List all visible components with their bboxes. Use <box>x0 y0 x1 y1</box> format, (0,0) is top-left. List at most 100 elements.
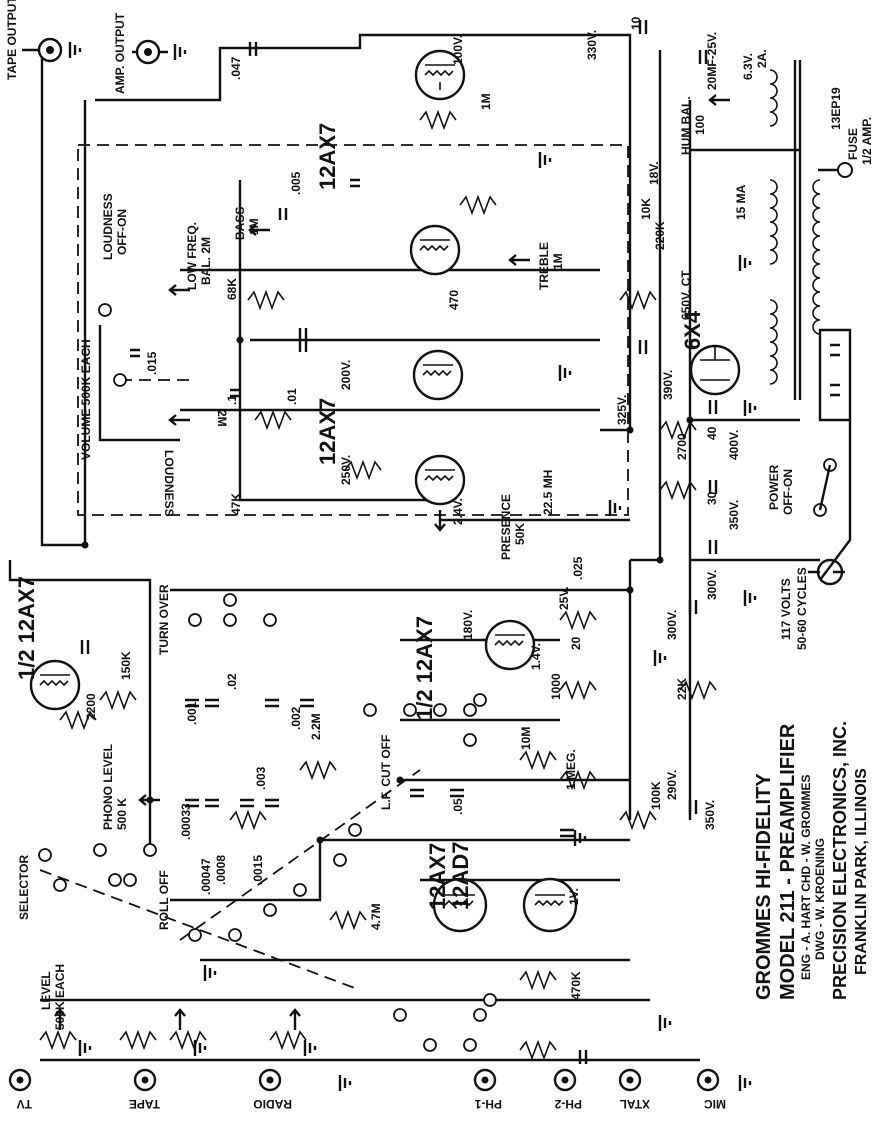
v350a-label: 350V. <box>727 500 741 530</box>
c-025-label: .025 <box>571 556 585 580</box>
c-003-label: .003 <box>254 766 268 790</box>
loudness-switch-state: OFF-ON <box>115 209 129 255</box>
ph1-jack[interactable] <box>473 1068 497 1092</box>
r-2700-label: 2700 <box>675 433 689 460</box>
phono-level-label: PHONO LEVEL <box>101 744 115 830</box>
amp-output-jack[interactable] <box>135 39 161 65</box>
r-1m-label: 1M <box>479 93 493 110</box>
roll-off-label: ROLL OFF <box>157 870 171 930</box>
bass-value: 1M <box>247 218 261 235</box>
c-1-label: .1 <box>225 395 239 405</box>
tube-half-12ax7-left <box>29 659 81 711</box>
mf10-label: 10 <box>629 16 643 30</box>
ct-label: 650V. CT <box>679 270 693 320</box>
presence-label: PRESENCE <box>499 494 513 560</box>
r-4-7m-label: 4.7M <box>369 903 383 930</box>
ph1-label: PH-1 <box>474 1097 502 1111</box>
tape-jack[interactable] <box>133 1068 157 1092</box>
mic-jack[interactable] <box>696 1068 720 1092</box>
title-line3: ENG - A. HART CHD - W. GROMMES <box>799 774 813 980</box>
radio-label: RADIO <box>253 1097 292 1111</box>
ma-label: 15 MA <box>734 184 748 220</box>
c-001-label: .001 <box>185 701 199 725</box>
tube-label-t3: 1/2 12AX7 <box>14 576 39 680</box>
low-freq-label: LOW FREQ. <box>185 222 199 290</box>
radio-jack[interactable] <box>258 1068 282 1092</box>
bass-label: BASS <box>233 207 247 240</box>
mf30-label: 30 <box>705 491 719 505</box>
fuse-value: 1/2 AMP. <box>860 117 874 165</box>
power-transformer <box>769 60 852 581</box>
hum-bal-label: HUM BAL. <box>679 96 693 155</box>
fuse-label: FUSE <box>846 128 860 160</box>
tube-12ax7-12ad7-input <box>432 877 578 933</box>
c-005-label: .005 <box>289 171 303 195</box>
tube-6x4-rectifier <box>689 344 741 396</box>
ph2-jack[interactable] <box>553 1068 577 1092</box>
switch-contacts <box>38 303 837 1052</box>
c-047-label: .047 <box>229 56 243 80</box>
c-01-label: .01 <box>285 388 299 405</box>
power-state: OFF-ON <box>781 469 795 515</box>
fuse[interactable] <box>818 162 853 178</box>
title-line4: DWG - W. KROENING <box>813 838 827 960</box>
v200-label: 200V. <box>339 360 353 390</box>
pot-arrows <box>54 94 730 1030</box>
loudness-switch-label: LOUDNESS <box>101 193 115 260</box>
hum-bal-value: 100 <box>693 115 707 135</box>
xtal-label: XTAL <box>620 1097 650 1111</box>
mains-plug <box>808 558 845 586</box>
r-150k-label: 150K <box>119 651 133 680</box>
v25-label: 25V. <box>557 586 571 610</box>
v290-label: 290V. <box>665 770 679 800</box>
tv-jack[interactable] <box>8 1068 32 1092</box>
v325-label: 325V. <box>615 395 629 425</box>
r-2200-label: 2200 <box>84 693 98 720</box>
v18-label: 18V. <box>647 161 661 185</box>
heater-label: 6.3V. <box>741 53 755 80</box>
v300b-label: 300V. <box>665 610 679 640</box>
selector-label: SELECTOR <box>17 855 31 920</box>
title-line1: GROMMES HI-FIDELITY <box>753 773 775 1000</box>
v330-label: 330V. <box>585 30 599 60</box>
h-minus-label: 20MF-25V. <box>705 32 719 90</box>
r-2-2m-label: 2.2M <box>309 713 323 740</box>
tube-12ax7-mid <box>412 349 464 401</box>
xtal-jack[interactable] <box>618 1068 642 1092</box>
presence-value: 50K <box>513 523 527 545</box>
lf-cutoff-label: L.F. CUT OFF <box>379 735 393 810</box>
c-00033-label: .00033 <box>179 803 193 840</box>
v2-4-label: 2.4V. <box>451 498 465 525</box>
tape-output-jack[interactable] <box>37 37 63 63</box>
mf350-label: 350V. <box>703 800 717 830</box>
cycles-label: 50-60 CYCLES <box>795 567 809 650</box>
tape-label: TAPE <box>129 1097 160 1111</box>
title-line6: FRANKLIN PARK, ILLINOIS <box>853 768 870 975</box>
c-002-label: .002 <box>289 706 303 730</box>
c-00047-label: .00047 <box>199 858 213 895</box>
r-220k-label: 220K <box>653 221 667 250</box>
ground-icon <box>68 42 757 1091</box>
r-470k-label: 470K <box>569 971 583 1000</box>
tv-label: TV <box>17 1097 32 1111</box>
v390-label: 390V. <box>661 370 675 400</box>
r-47k-label: 47K <box>229 493 243 515</box>
level-label: LEVEL <box>39 971 53 1010</box>
power-switch[interactable] <box>818 464 832 511</box>
c-05-label: .05 <box>451 798 465 815</box>
tube-label-rect: 6X4 <box>680 310 705 350</box>
ph2-label: PH-2 <box>554 1097 582 1111</box>
level-each-label: 500K EACH <box>53 964 67 1030</box>
r-100k-label: 100K <box>649 781 663 810</box>
v1-label: 1V. <box>567 888 581 905</box>
v1-4-label: 1.4V. <box>529 643 543 670</box>
tube-label-t5a: 12AX7 <box>425 843 450 910</box>
heater-amp-label: 2A. <box>755 49 769 68</box>
treble-label: TREBLE <box>537 242 551 290</box>
tube-12ax7-presence <box>414 454 466 506</box>
r-22k-label: 22K <box>675 678 689 700</box>
tube-12ax7-tone <box>409 224 461 276</box>
v400-label: 400V. <box>727 430 741 460</box>
v180-label: 180V. <box>461 610 475 640</box>
v100-label: 100V. <box>451 35 465 65</box>
